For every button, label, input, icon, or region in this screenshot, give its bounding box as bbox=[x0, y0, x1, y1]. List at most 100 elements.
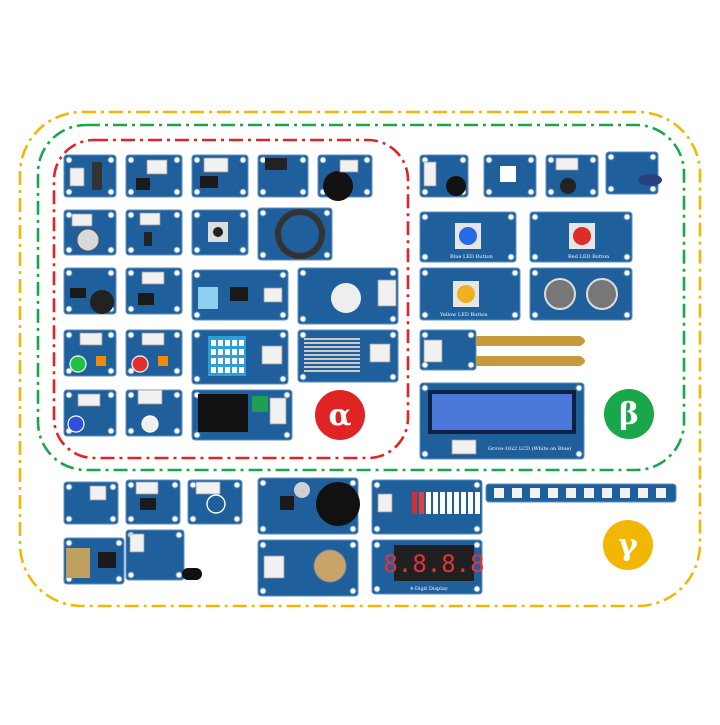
mount-hole bbox=[193, 188, 201, 196]
mount-hole bbox=[193, 431, 201, 439]
alpha-badge: α bbox=[315, 390, 365, 440]
mount-hole bbox=[193, 156, 201, 164]
sensor-trace bbox=[304, 358, 360, 360]
module-blue-led bbox=[63, 389, 117, 437]
mount-hole bbox=[575, 384, 583, 392]
module-touch-sensor bbox=[257, 207, 333, 261]
mount-hole bbox=[173, 427, 181, 435]
module-yellow-led-button: Yellow LED Button bbox=[419, 267, 521, 321]
four-digit-label: 4-Digit Display bbox=[410, 586, 448, 592]
module-touch bbox=[125, 154, 183, 198]
rgb-led bbox=[530, 488, 540, 498]
mount-hole bbox=[259, 541, 267, 549]
mount-hole bbox=[65, 483, 73, 491]
sensor-grille bbox=[232, 358, 237, 364]
mount-hole bbox=[107, 156, 115, 164]
mount-hole bbox=[193, 331, 201, 339]
mount-hole bbox=[421, 188, 429, 196]
grove-connector bbox=[77, 393, 101, 407]
mount-hole bbox=[173, 331, 181, 339]
ic-chip bbox=[136, 178, 150, 190]
beta-label: β bbox=[619, 397, 639, 432]
mount-hole bbox=[279, 375, 287, 383]
grove-connector bbox=[339, 159, 359, 173]
mount-hole bbox=[259, 251, 267, 259]
module-red-led bbox=[125, 329, 183, 377]
mount-hole bbox=[173, 269, 181, 277]
sensor-grille bbox=[211, 358, 216, 364]
module-ir-receiver bbox=[419, 154, 469, 198]
mount-hole bbox=[127, 481, 135, 489]
mount-hole bbox=[623, 213, 631, 221]
mount-hole bbox=[239, 188, 247, 196]
module-ultrasonic bbox=[529, 267, 633, 321]
module-accelerometer bbox=[125, 479, 181, 525]
mount-hole bbox=[389, 373, 397, 381]
rgb-led bbox=[602, 488, 612, 498]
mount-hole bbox=[175, 571, 183, 579]
grove-connector bbox=[269, 397, 287, 425]
mount-hole bbox=[349, 479, 357, 487]
sensor-grille bbox=[218, 340, 223, 346]
mount-hole bbox=[421, 361, 429, 369]
sensor-grille bbox=[211, 349, 216, 355]
mount-hole bbox=[189, 515, 197, 523]
led-bar-segment bbox=[440, 492, 445, 514]
mount-hole bbox=[485, 156, 493, 164]
sensor-grille bbox=[211, 340, 216, 346]
lcd-screen bbox=[432, 394, 572, 430]
mount-hole bbox=[607, 153, 615, 161]
lcd-label: Grove-16x2 LCD (White on Blue) bbox=[488, 445, 571, 452]
led bbox=[67, 415, 85, 433]
mount-hole bbox=[233, 481, 241, 489]
mount-hole bbox=[107, 211, 115, 219]
module-green-led bbox=[63, 329, 117, 377]
mount-hole bbox=[299, 331, 307, 339]
mount-hole bbox=[173, 188, 181, 196]
mount-hole bbox=[507, 253, 515, 261]
mount-hole bbox=[173, 305, 181, 313]
mount-hole bbox=[473, 585, 481, 593]
yellow-led-button-label: Yellow LED Button bbox=[439, 312, 488, 318]
mount-hole bbox=[115, 575, 123, 583]
mount-hole bbox=[421, 253, 429, 261]
mount-hole bbox=[507, 213, 515, 221]
mount-hole bbox=[171, 481, 179, 489]
mount-hole bbox=[421, 213, 429, 221]
module-rotary-angle bbox=[63, 209, 117, 256]
led-bar-segment bbox=[426, 492, 431, 514]
grove-connector bbox=[146, 159, 168, 175]
mount-hole bbox=[299, 315, 307, 323]
grove-connector bbox=[139, 212, 161, 226]
sensor-grille bbox=[211, 367, 216, 373]
grove-connector bbox=[555, 157, 579, 171]
module-infrared-led bbox=[605, 151, 662, 195]
moisture-probe bbox=[476, 336, 585, 346]
module-slide-switch bbox=[125, 209, 183, 256]
grove-connector bbox=[129, 533, 145, 553]
mount-hole bbox=[649, 153, 657, 161]
mount-hole bbox=[283, 431, 291, 439]
mount-hole bbox=[649, 185, 657, 193]
module-blue-led-button: Blue LED Button bbox=[419, 211, 517, 263]
module-rtc bbox=[191, 154, 249, 198]
led bbox=[141, 415, 159, 433]
module-tilt-switch bbox=[63, 154, 117, 198]
rgb-led bbox=[620, 488, 630, 498]
mount-hole bbox=[107, 427, 115, 435]
mount-hole bbox=[65, 305, 73, 313]
button-cap bbox=[457, 285, 475, 303]
grove-connector bbox=[141, 332, 165, 346]
module-relay bbox=[191, 389, 293, 441]
grove-connector bbox=[377, 279, 397, 307]
mount-hole bbox=[171, 515, 179, 523]
mount-hole bbox=[259, 587, 267, 595]
grove-connector bbox=[141, 271, 165, 285]
mount-hole bbox=[349, 541, 357, 549]
mount-hole bbox=[319, 156, 327, 164]
ic-chip bbox=[70, 288, 86, 298]
mount-hole bbox=[421, 311, 429, 319]
module-led-bar bbox=[371, 479, 483, 535]
mount-hole bbox=[107, 331, 115, 339]
mount-hole bbox=[547, 188, 555, 196]
